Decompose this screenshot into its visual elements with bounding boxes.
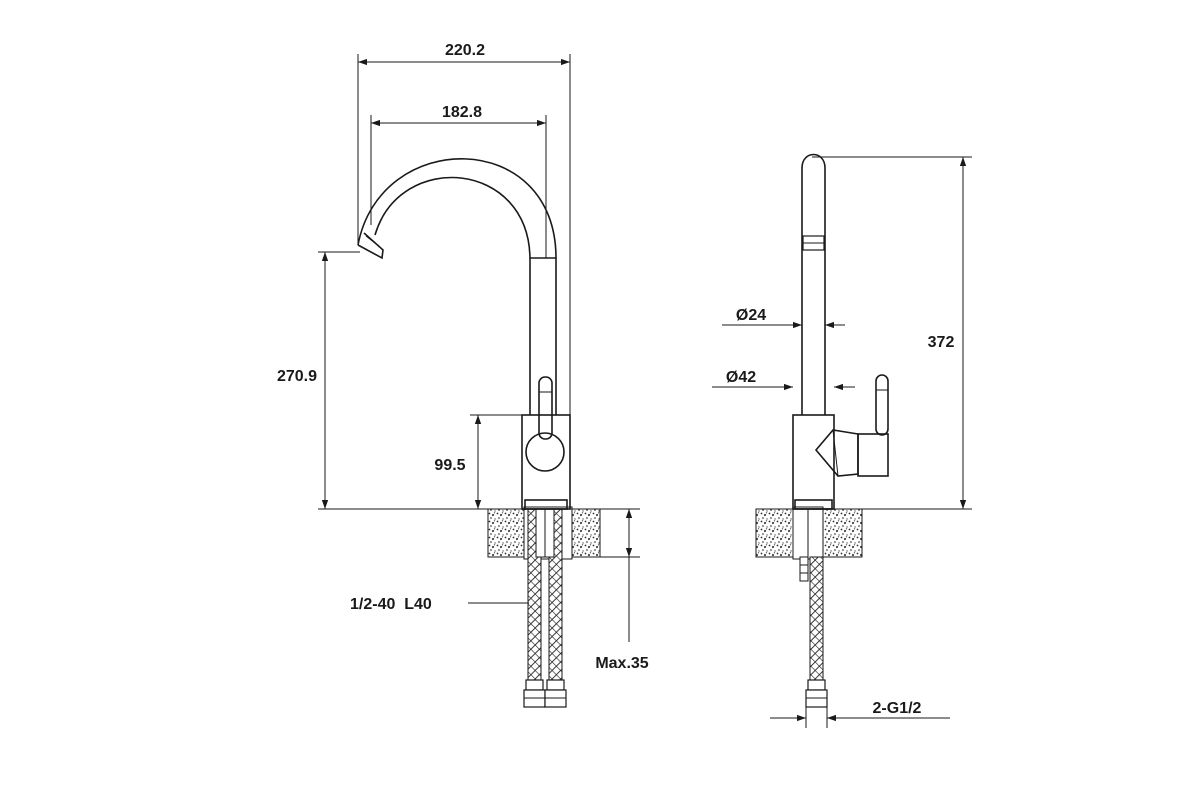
max-thickness-label: Max.35 [595,655,648,672]
body-diameter-label: Ø42 [726,369,756,386]
spout-diameter-label: Ø24 [736,307,766,324]
total-height-label: 372 [928,334,955,351]
front-dimensions [318,54,640,642]
side-hose [799,556,828,708]
overall-width-label: 220.2 [445,42,485,59]
hose-spec-label: 1/2-40 L40 [350,596,432,613]
front-hoses [527,508,563,692]
front-view: 220.2 182.8 270.9 99.5 1/2-40 L40 Max.35 [277,42,649,708]
side-view: Ø24 Ø42 372 2-G1/2 [712,153,972,728]
spout-reach-label: 182.8 [442,104,482,121]
connection-label: 2-G1/2 [873,700,922,717]
side-faucet-body [792,153,889,510]
side-dimensions [712,156,972,728]
front-hose-nuts [523,679,567,708]
side-countertop [755,506,863,560]
front-spout [357,158,557,415]
handle-height-label: 99.5 [434,457,465,474]
spout-height-label: 270.9 [277,368,317,385]
